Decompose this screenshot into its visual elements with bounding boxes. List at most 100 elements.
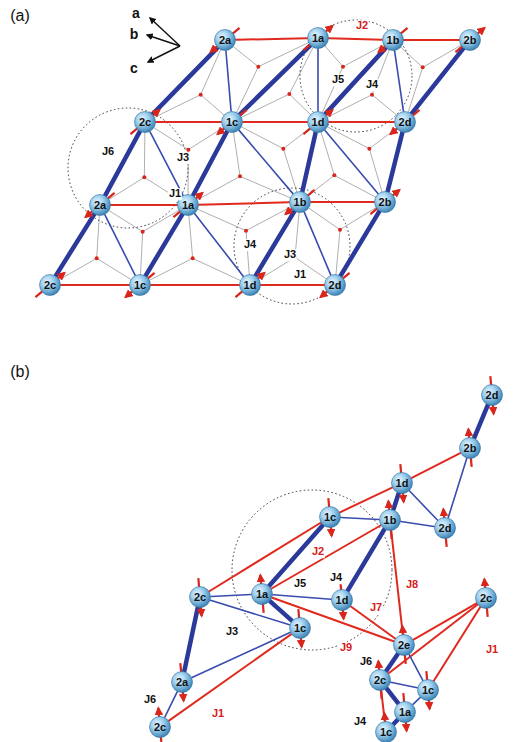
axis-arrow — [147, 35, 180, 46]
atom-sphere: 1d — [331, 589, 353, 611]
exchange-bond — [311, 201, 374, 203]
exchange-label: J6 — [359, 656, 373, 668]
atom-sphere: 1c — [221, 111, 243, 133]
ligand-atom — [338, 228, 342, 232]
ligand-atom — [238, 174, 242, 178]
atom-sphere: 2c — [134, 111, 156, 133]
exchange-bond — [56, 214, 94, 275]
spin-arrow — [217, 110, 246, 134]
exchange-bond — [404, 39, 459, 41]
exchange-bond — [391, 682, 417, 688]
exchange-bond — [236, 38, 307, 40]
exchange-bond — [240, 46, 310, 115]
ligand-atom — [199, 93, 203, 97]
exchange-bond — [389, 605, 478, 674]
exchange-label: J5 — [293, 578, 307, 590]
exchange-label: J9 — [339, 642, 353, 654]
exchange-bond — [272, 526, 381, 589]
atom-sphere: 2d — [434, 517, 456, 539]
atom-sphere: 1a — [394, 701, 416, 723]
atom-label: 2c — [374, 675, 386, 686]
spin-arrow — [85, 193, 114, 217]
atom-label: 1c — [324, 512, 336, 523]
exchange-bond — [256, 211, 295, 275]
spin-arrow — [390, 110, 419, 134]
atom-label: 1b — [294, 197, 307, 208]
atom-sphere: 2a — [171, 671, 193, 693]
exchange-label: J8 — [405, 579, 419, 591]
exchange-bond — [341, 211, 380, 275]
spin-arrow — [210, 28, 239, 52]
atom-label: 1d — [244, 280, 257, 291]
axis-label: b — [129, 27, 140, 42]
atom-label: 2e — [398, 640, 410, 651]
ligand-atom — [256, 65, 260, 69]
exchange-label: J7 — [369, 602, 383, 614]
atom-label: 2d — [486, 390, 499, 401]
exchange-bond — [211, 600, 290, 624]
exchange-bond — [325, 130, 378, 193]
ligand-atom — [244, 229, 248, 233]
dotted-circle — [232, 490, 392, 650]
atom-label: 1a — [312, 33, 324, 44]
ligand-atom — [186, 148, 190, 152]
ligand-atom — [332, 173, 336, 177]
exchange-bond — [261, 284, 324, 286]
atom-sphere: 2d — [481, 384, 503, 406]
atom-sphere: 1a — [307, 27, 329, 49]
exchange-label: J3 — [225, 626, 239, 638]
atom-sphere: 2b — [459, 29, 481, 51]
axis-arrow — [150, 18, 180, 46]
exchange-bond — [317, 49, 319, 111]
exchange-bond — [410, 491, 438, 520]
exchange-bond — [340, 488, 392, 513]
exchange-bond — [386, 654, 398, 671]
atom-label: 2a — [219, 35, 231, 46]
exchange-bond — [193, 132, 227, 196]
exchange-label: J1 — [211, 708, 225, 720]
atom-label: 2a — [176, 677, 188, 688]
atom-label: 2c — [139, 117, 151, 128]
atom-label: 1c — [134, 280, 146, 291]
exchange-bond — [325, 48, 385, 114]
exchange-bond — [302, 133, 315, 192]
exchange-bond — [165, 692, 177, 717]
exchange-bond — [239, 130, 293, 193]
spin-arrow — [370, 190, 399, 214]
exchange-bond — [153, 48, 218, 114]
atom-label: 1b — [384, 515, 397, 526]
atom-sphere: 1d — [391, 472, 413, 494]
atom-sphere: 1b — [379, 509, 401, 531]
exchange-bond — [393, 493, 398, 509]
atom-sphere: 2d — [324, 274, 346, 296]
ligand-atom — [287, 92, 291, 96]
spin-arrow — [35, 273, 64, 297]
atom-sphere: 2c — [39, 274, 61, 296]
exchange-label: J6 — [143, 694, 157, 706]
exchange-bond — [474, 405, 488, 438]
exchange-label: J2 — [311, 546, 325, 558]
atom-label: 2d — [439, 523, 452, 534]
exchange-bond — [341, 518, 379, 520]
exchange-bond — [226, 51, 231, 111]
atom-sphere: 1b — [289, 191, 311, 213]
dotted-circles — [68, 20, 412, 650]
panel-label: (a) — [9, 8, 31, 25]
exchange-bond — [304, 212, 330, 275]
spin-arrow — [125, 273, 154, 297]
atom-sphere: 1c — [417, 679, 439, 701]
atom-sphere: 2b — [374, 191, 396, 213]
exchange-bond — [156, 121, 221, 123]
exchange-label: J5 — [331, 74, 345, 86]
axis-arrow — [148, 46, 180, 62]
atom-label: 2c — [480, 593, 492, 604]
spin-arrow — [285, 190, 314, 214]
atom-sphere: 1d — [307, 111, 329, 133]
ligand-atom — [421, 65, 425, 69]
exchange-bond — [395, 51, 404, 111]
exchange-bond — [388, 133, 403, 192]
axis-label: c — [129, 61, 139, 76]
atom-label: 1a — [182, 200, 194, 211]
atom-label: 2d — [399, 117, 412, 128]
